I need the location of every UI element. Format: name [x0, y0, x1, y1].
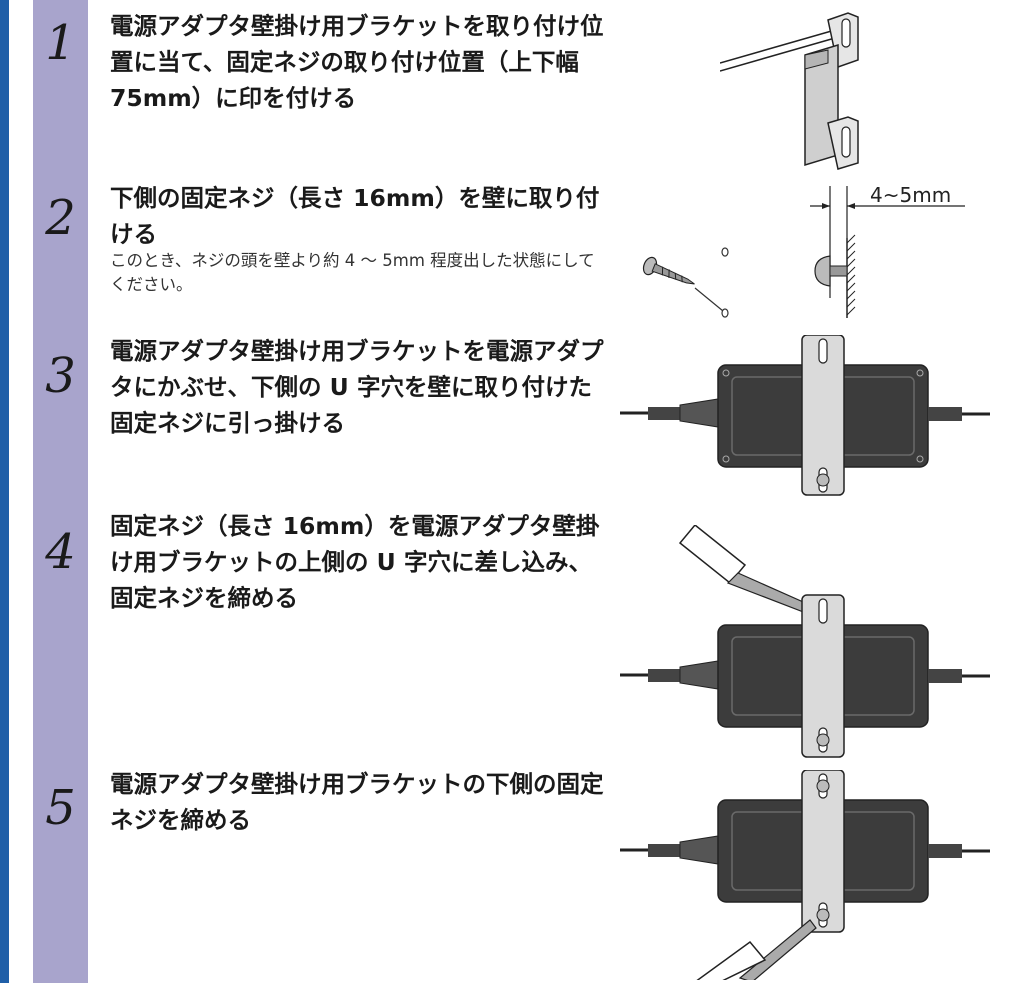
step-number: 1: [45, 15, 76, 71]
bracket-illustration: [720, 12, 859, 170]
step-note: このとき、ネジの頭を壁より約 4 ～ 5mm 程度出した状態にしてください。: [110, 251, 595, 294]
step-title: 下側の固定ネジ（長さ 16mm）を壁に取り付ける: [110, 184, 600, 248]
step-number: 5: [45, 780, 76, 836]
screwdriver-illustration: [620, 770, 990, 980]
screw-illustration: 4~5mm: [642, 183, 965, 318]
step-number: 2: [45, 190, 76, 246]
step-number-band: [33, 0, 88, 983]
step-title: 電源アダプタ壁掛け用ブラケットの下側の固定ネジを締める: [110, 770, 604, 834]
step-number: 3: [45, 348, 76, 404]
step-number: 4: [45, 524, 76, 580]
step-title: 固定ネジ（長さ 16mm）を電源アダプタ壁掛け用ブラケットの上側の U 字穴に差…: [110, 512, 600, 612]
dimension-label: 4~5mm: [870, 183, 951, 207]
screwdriver-illustration: [620, 525, 990, 758]
accent-rule: [0, 0, 9, 983]
step-title: 電源アダプタ壁掛け用ブラケットを取り付け位置に当て、固定ネジの取り付け位置（上下…: [110, 12, 604, 112]
adapter-with-bracket-illustration: [620, 335, 990, 496]
step-title: 電源アダプタ壁掛け用ブラケットを電源アダプタにかぶせ、下側の U 字穴を壁に取り…: [110, 337, 604, 437]
